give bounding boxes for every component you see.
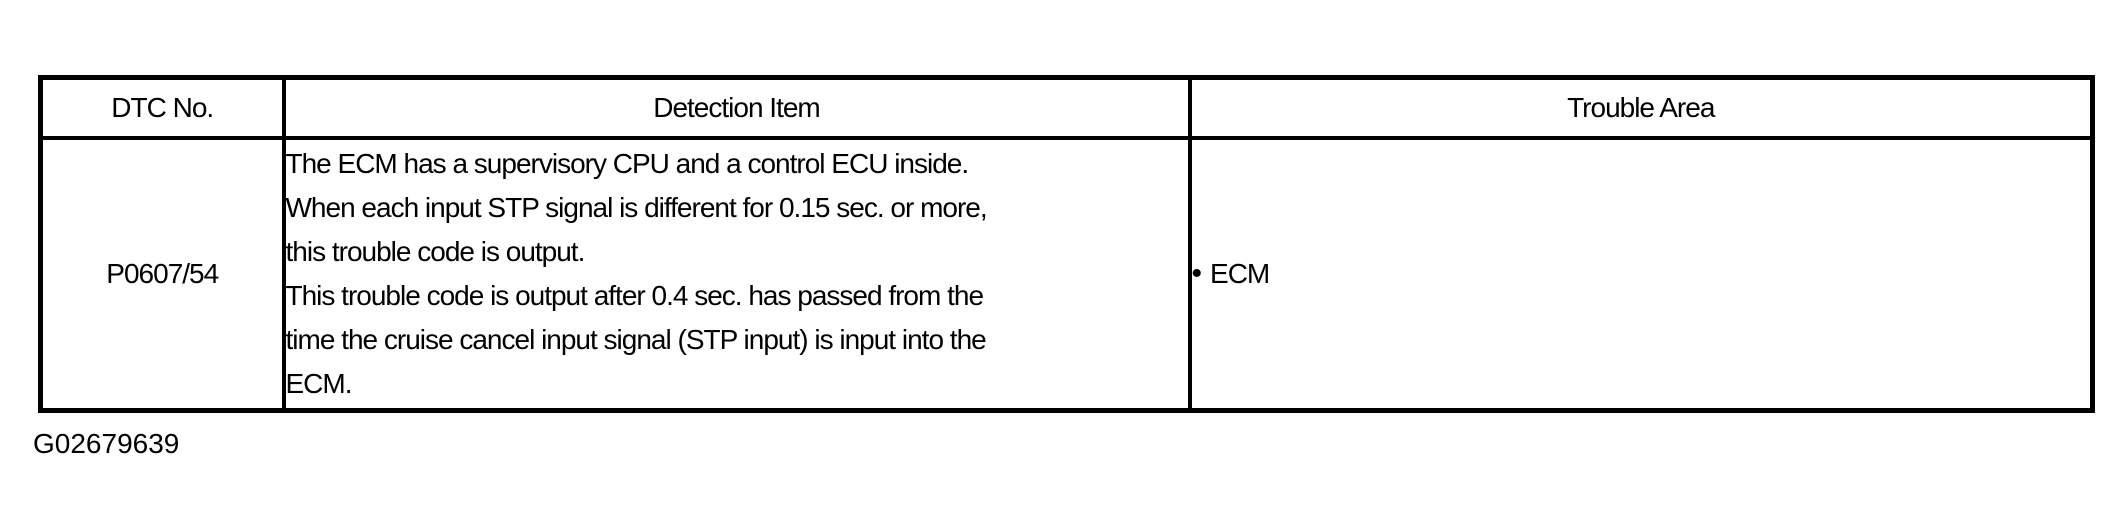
detection-item-cell: The ECM has a supervisory CPU and a cont… <box>281 135 1192 413</box>
dtc-table: DTC No. Detection Item Trouble Area P060… <box>38 75 2095 413</box>
table-header-row: DTC No. Detection Item Trouble Area <box>38 75 2095 140</box>
detection-item-line: time the cruise cancel input signal (STP… <box>285 323 987 355</box>
column-header-detection-item: Detection Item <box>281 75 1192 140</box>
detection-item-line: ECM. <box>285 367 353 399</box>
trouble-area-label: ECM <box>1210 257 1270 289</box>
trouble-area-cell: • ECM <box>1187 135 2095 413</box>
dtc-number-cell: P0607/54 <box>38 135 286 413</box>
table-row: P0607/54 The ECM has a supervisory CPU a… <box>38 135 2095 413</box>
bullet-icon: • <box>1191 256 1202 290</box>
detection-item-line: This trouble code is output after 0.4 se… <box>285 279 985 311</box>
figure-reference: G02679639 <box>33 428 180 459</box>
column-header-dtc-no: DTC No. <box>38 75 286 140</box>
trouble-area-list-item: • ECM <box>1192 258 2091 290</box>
detection-item-line: The ECM has a supervisory CPU and a cont… <box>285 147 970 179</box>
column-header-trouble-area: Trouble Area <box>1187 75 2095 140</box>
detection-item-line: this trouble code is output. <box>285 235 586 267</box>
detection-item-line: When each input STP signal is different … <box>285 191 988 223</box>
